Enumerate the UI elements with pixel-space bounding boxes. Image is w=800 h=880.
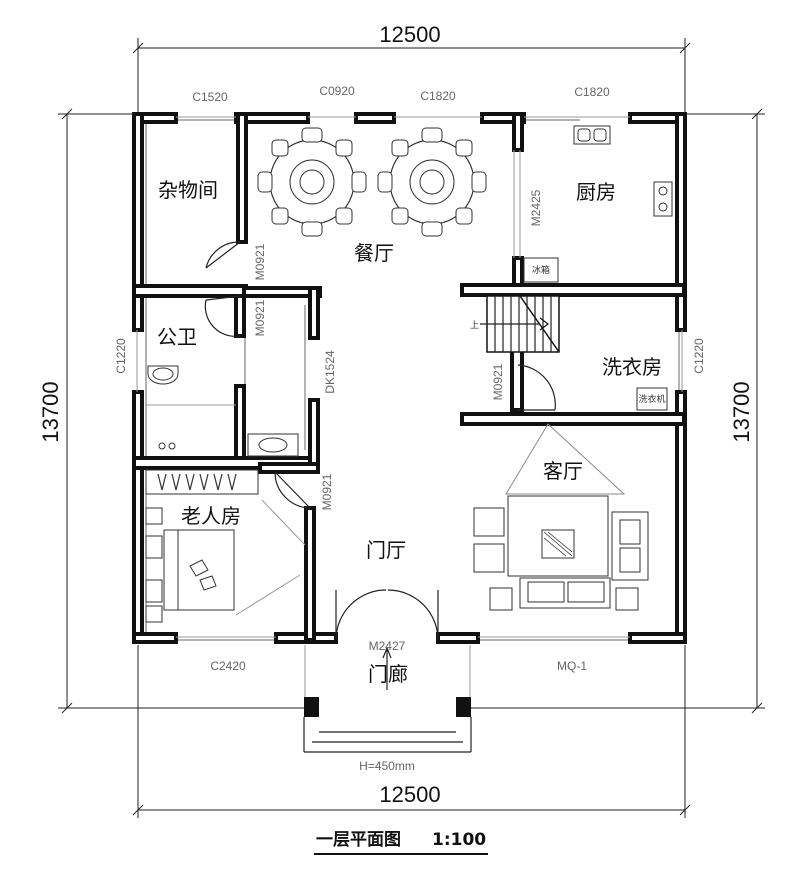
drawing-scale: 1:100 (432, 830, 486, 850)
porch-steps (303, 646, 472, 753)
dimension-top: 12500 (379, 22, 440, 47)
code-m0921-storage: M0921 (253, 243, 267, 280)
code-c2420: C2420 (210, 659, 246, 673)
room-porch: 门廊 (368, 662, 408, 686)
room-bathroom: 公卫 (157, 325, 197, 349)
windows (136, 116, 683, 638)
washer-label: 洗衣机 (638, 393, 665, 405)
stairs: 上 (470, 295, 560, 353)
kitchen-fixtures: 冰箱 (523, 125, 673, 283)
code-c1220-right: C1220 (692, 338, 706, 374)
drawing-title: 一层平面图 (316, 830, 401, 850)
code-m0921-bath: M0921 (253, 299, 267, 336)
dimension-bottom: 12500 (379, 782, 440, 807)
code-c1820-dining: C1820 (420, 89, 456, 103)
code-m0921-laundry: M0921 (491, 363, 505, 400)
walls (132, 112, 687, 644)
room-laundry: 洗衣房 (602, 355, 662, 379)
code-c1520: C1520 (192, 90, 228, 104)
dimension-lines (58, 38, 765, 818)
elderly-room-furniture (145, 469, 306, 623)
wall-outlines (145, 119, 680, 700)
doors (204, 150, 556, 641)
room-dining: 餐厅 (354, 241, 394, 265)
fridge-label: 冰箱 (532, 264, 550, 276)
dimension-right: 13700 (729, 381, 754, 442)
living-room-furniture (473, 423, 649, 611)
washer-fixture: 洗衣机 (636, 387, 668, 411)
room-living: 客厅 (543, 459, 583, 483)
bathroom-fixtures (146, 365, 299, 457)
room-foyer: 门厅 (366, 538, 406, 562)
room-elderly: 老人房 (181, 504, 241, 528)
room-kitchen: 厨房 (576, 180, 616, 204)
code-c1820-kitchen: C1820 (574, 85, 610, 99)
code-c0920: C0920 (319, 84, 355, 98)
dimension-left: 13700 (38, 381, 63, 442)
dining-tables (257, 127, 487, 237)
stair-up-label: 上 (470, 320, 479, 331)
code-m0921-elderly: M0921 (320, 473, 334, 510)
code-m2427: M2427 (369, 639, 406, 653)
code-c1220-left: C1220 (114, 338, 128, 374)
code-mq1: MQ-1 (557, 659, 587, 673)
room-storage: 杂物间 (158, 178, 218, 202)
code-dk1524: DK1524 (323, 350, 337, 394)
step-height-label: H=450mm (359, 759, 415, 773)
code-m2425: M2425 (529, 189, 543, 226)
